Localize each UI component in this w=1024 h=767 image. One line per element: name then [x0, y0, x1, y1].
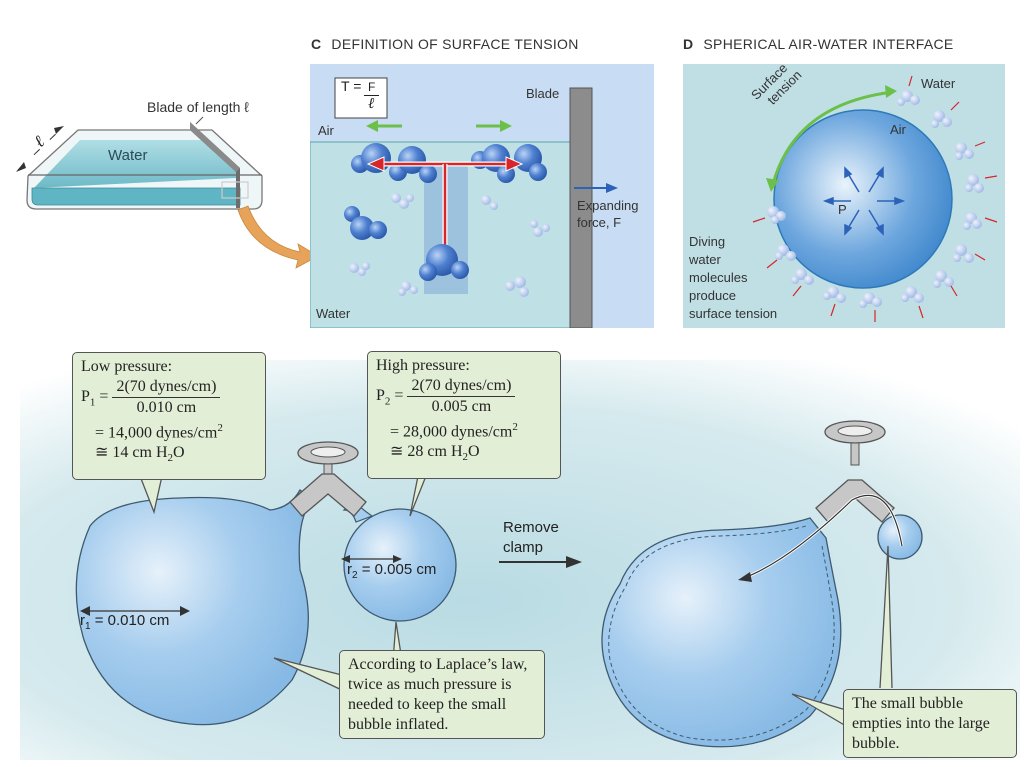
p1-cmh2o-sub: 2: [167, 452, 174, 465]
p1-numerator: 2(70 dynes/cm): [112, 377, 221, 398]
p1-result-value: = 14,000 dynes/cm: [95, 424, 218, 442]
panel-d-title-text: SPHERICAL AIR-WATER INTERFACE: [703, 36, 954, 52]
p1-result-line1: = 14,000 dynes/cm2: [81, 418, 257, 443]
small-bubble: [343, 508, 457, 622]
p2-symbol: P: [376, 387, 385, 405]
laplace-note-callout: According to Laplace’s law, twice as muc…: [339, 650, 545, 739]
panel-d-title: D SPHERICAL AIR-WATER INTERFACE: [683, 36, 954, 52]
high-pressure-equation: P2 = 2(70 dynes/cm)0.005 cm: [376, 376, 552, 417]
p2-result-exponent: 2: [512, 421, 518, 433]
r1-symbol: r: [80, 612, 85, 629]
merged-large-bubble: [601, 517, 842, 748]
formula-bar: [364, 95, 379, 96]
remove-clamp-line1: Remove: [503, 519, 559, 536]
p1-denominator: 0.010 cm: [136, 399, 197, 416]
formula-box: [334, 77, 388, 119]
tray-illustration: [16, 116, 310, 269]
r2-subscript: 2: [352, 570, 358, 581]
pressure-arrows: [822, 166, 906, 236]
panel-c-air-label: Air: [318, 123, 334, 138]
remove-clamp-line2: clamp: [503, 539, 544, 556]
panel-d-diagram: [683, 64, 1005, 328]
panel-c-letter: C: [311, 36, 322, 52]
r1-subscript: 1: [85, 621, 91, 632]
r2-label: r2 = 0.005 cm: [347, 561, 436, 581]
tray-water-surface: [34, 140, 236, 188]
diving-line: water: [689, 252, 721, 267]
interior-molecules: [344, 193, 550, 297]
panel-c-blade-label: Blade: [526, 86, 560, 101]
r2-value: = 0.005 cm: [357, 561, 437, 578]
boundary-molecules: [767, 90, 984, 308]
panel-d-letter: D: [683, 36, 694, 52]
panel-d-water-label: Water: [921, 76, 956, 91]
green-tension-arrows: [366, 120, 512, 132]
p2-cmh2o-post: O: [468, 443, 480, 461]
expanding-force-line1: Expanding: [577, 198, 639, 213]
panel-d-air-label: Air: [890, 122, 906, 137]
high-pressure-heading: High pressure:: [376, 357, 470, 374]
diving-line: molecules: [689, 270, 748, 285]
panel-c-title: C DEFINITION OF SURFACE TENSION: [311, 36, 579, 52]
p2-subscript: 2: [384, 395, 391, 408]
zoom-box: [221, 181, 249, 199]
p1-result-line2: ≅ 14 cm H2O: [81, 443, 257, 468]
length-arrow: [17, 127, 63, 171]
r1-label: r1 = 0.010 cm: [80, 612, 169, 632]
surface-tension-arrow: [771, 90, 894, 185]
panel-c-title-text: DEFINITION OF SURFACE TENSION: [331, 36, 579, 52]
p2-numerator: 2(70 dynes/cm): [407, 376, 516, 397]
diving-line: Diving: [689, 234, 726, 249]
panel-c-blade: [569, 87, 593, 328]
p2-result-value: = 28,000 dynes/cm: [390, 423, 513, 441]
p1-result-exponent: 2: [217, 422, 223, 434]
valve-left: [289, 441, 367, 517]
flow-arrow: [743, 494, 903, 579]
p1-subscript: 1: [89, 396, 96, 409]
r1-value: = 0.010 cm: [90, 612, 170, 629]
high-pressure-callout: High pressure: P2 = 2(70 dynes/cm)0.005 …: [367, 351, 561, 479]
tray-water-label: Water: [108, 147, 148, 164]
expanding-force-line2: force, F: [577, 215, 622, 230]
panel-c-diagram: [310, 64, 654, 328]
p2-denominator: 0.005 cm: [431, 398, 492, 415]
low-pressure-callout: Low pressure: P1 = 2(70 dynes/cm)0.010 c…: [72, 352, 266, 480]
original-outline: [608, 525, 835, 741]
p2-result-line2: ≅ 28 cm H2O: [376, 442, 552, 467]
panel-c-water-label: Water: [316, 306, 351, 321]
large-bubble: [75, 488, 313, 726]
p2-result-line1: = 28,000 dynes/cm2: [376, 417, 552, 442]
p1-cmh2o-pre: ≅ 14 cm H: [95, 444, 168, 462]
low-pressure-equation: P1 = 2(70 dynes/cm)0.010 cm: [81, 377, 257, 418]
low-pressure-heading: Low pressure:: [81, 358, 173, 375]
remove-clamp-label: Remove clamp: [503, 518, 559, 558]
pressure-label: P: [838, 202, 847, 217]
tray-water-front: [31, 187, 241, 206]
diving-line: produce: [689, 288, 736, 303]
red-outward-arrows: [752, 75, 998, 322]
diving-line: surface tension: [689, 306, 778, 321]
formula-numerator: F: [368, 80, 376, 94]
expanding-force-label: Expanding force, F: [577, 197, 638, 231]
p2-fraction: 2(70 dynes/cm)0.005 cm: [407, 376, 516, 417]
formula-lhs: T =: [341, 78, 362, 94]
p1-cmh2o-post: O: [173, 444, 185, 462]
diving-molecules-label: Diving water molecules produce surface t…: [689, 233, 777, 323]
orange-zoom-arrow: [237, 205, 310, 269]
p2-cmh2o-pre: ≅ 28 cm H: [390, 443, 463, 461]
p1-fraction: 2(70 dynes/cm)0.010 cm: [112, 377, 221, 418]
formula-denominator: ℓ: [368, 96, 375, 112]
blade-length-label: Blade of length ℓ: [147, 99, 249, 115]
p1-symbol: P: [81, 388, 90, 406]
air-sphere: [773, 109, 953, 289]
red-t-arrow: [366, 156, 524, 250]
r2-symbol: r: [347, 561, 352, 578]
empties-note-callout: The small bubble empties into the large …: [843, 689, 1017, 758]
valve-right: [815, 420, 895, 523]
p2-cmh2o-sub: 2: [462, 451, 469, 464]
